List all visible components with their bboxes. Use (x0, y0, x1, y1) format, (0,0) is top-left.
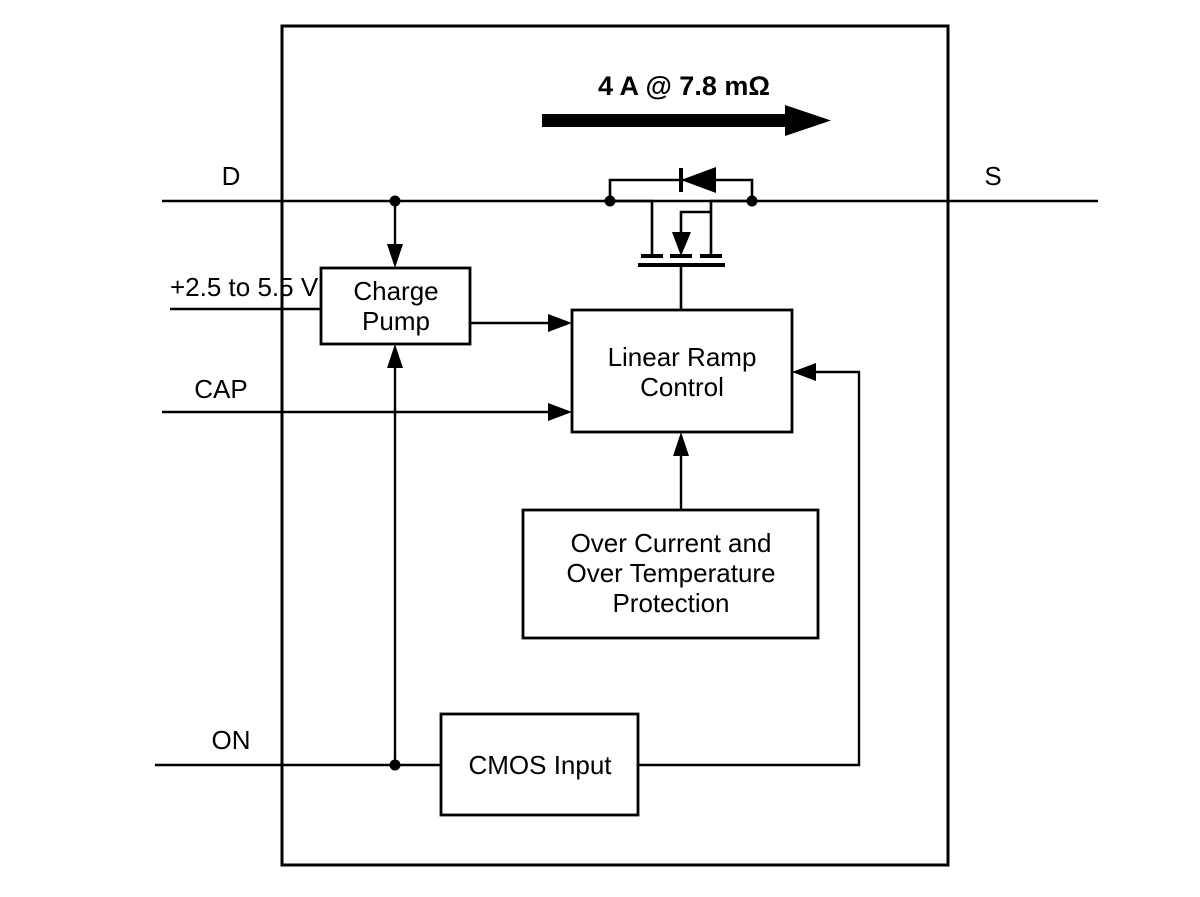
pin-label-cap: CAP (194, 374, 247, 404)
charge-pump-label-line2: Pump (362, 306, 430, 336)
linear-ramp-label-line2: Control (640, 372, 724, 402)
junction-dot-on-tap (389, 759, 401, 771)
linear-ramp-control-block[interactable] (570, 308, 794, 434)
arrowhead-into-ramp-left-upper (548, 314, 572, 332)
fet-bulk-lead (679, 210, 711, 234)
linear-ramp-label-line1: Linear Ramp (608, 342, 757, 372)
fet-drain-lead (610, 199, 654, 256)
arrowhead-into-charge-pump-bottom (387, 344, 403, 368)
pin-label-supply: +2.5 to 5.5 V (170, 272, 319, 302)
current-rating-title: 4 A @ 7.8 mΩ (598, 71, 770, 101)
protection-to-ramp-wire (673, 432, 689, 510)
charge-pump-block[interactable] (319, 266, 472, 346)
fet-source-lead (709, 199, 752, 256)
pin-label-on: ON (212, 725, 251, 755)
drain-to-charge-pump-wire (387, 201, 403, 268)
n-channel-power-mosfet (608, 167, 754, 310)
pin-label-source: S (984, 161, 1001, 191)
protection-label-line2: Over Temperature (566, 558, 775, 588)
body-diode-triangle (681, 167, 716, 193)
cmos-input-to-ramp-feedback-wire (638, 363, 861, 767)
arrowhead-into-ramp-right (792, 363, 816, 381)
cmos-input-label: CMOS Input (468, 750, 612, 780)
charge-pump-to-ramp-wire (470, 314, 572, 332)
arrowhead-into-ramp-left-lower (548, 403, 572, 421)
arrowhead-into-ramp-bottom (673, 432, 689, 456)
protection-label-line3: Protection (612, 588, 729, 618)
arrowhead-into-charge-pump-top (387, 244, 403, 268)
over-current-over-temperature-protection-block[interactable] (521, 508, 820, 640)
pin-label-drain: D (222, 161, 241, 191)
fet-bulk-arrow (672, 232, 691, 256)
protection-label-line1: Over Current and (571, 528, 772, 558)
cap-input-wire (162, 403, 572, 421)
charge-pump-label-line1: Charge (353, 276, 438, 306)
package-boundary-frame (280, 24, 950, 867)
on-to-charge-pump-wire (387, 344, 403, 765)
current-flow-arrow (542, 105, 831, 136)
